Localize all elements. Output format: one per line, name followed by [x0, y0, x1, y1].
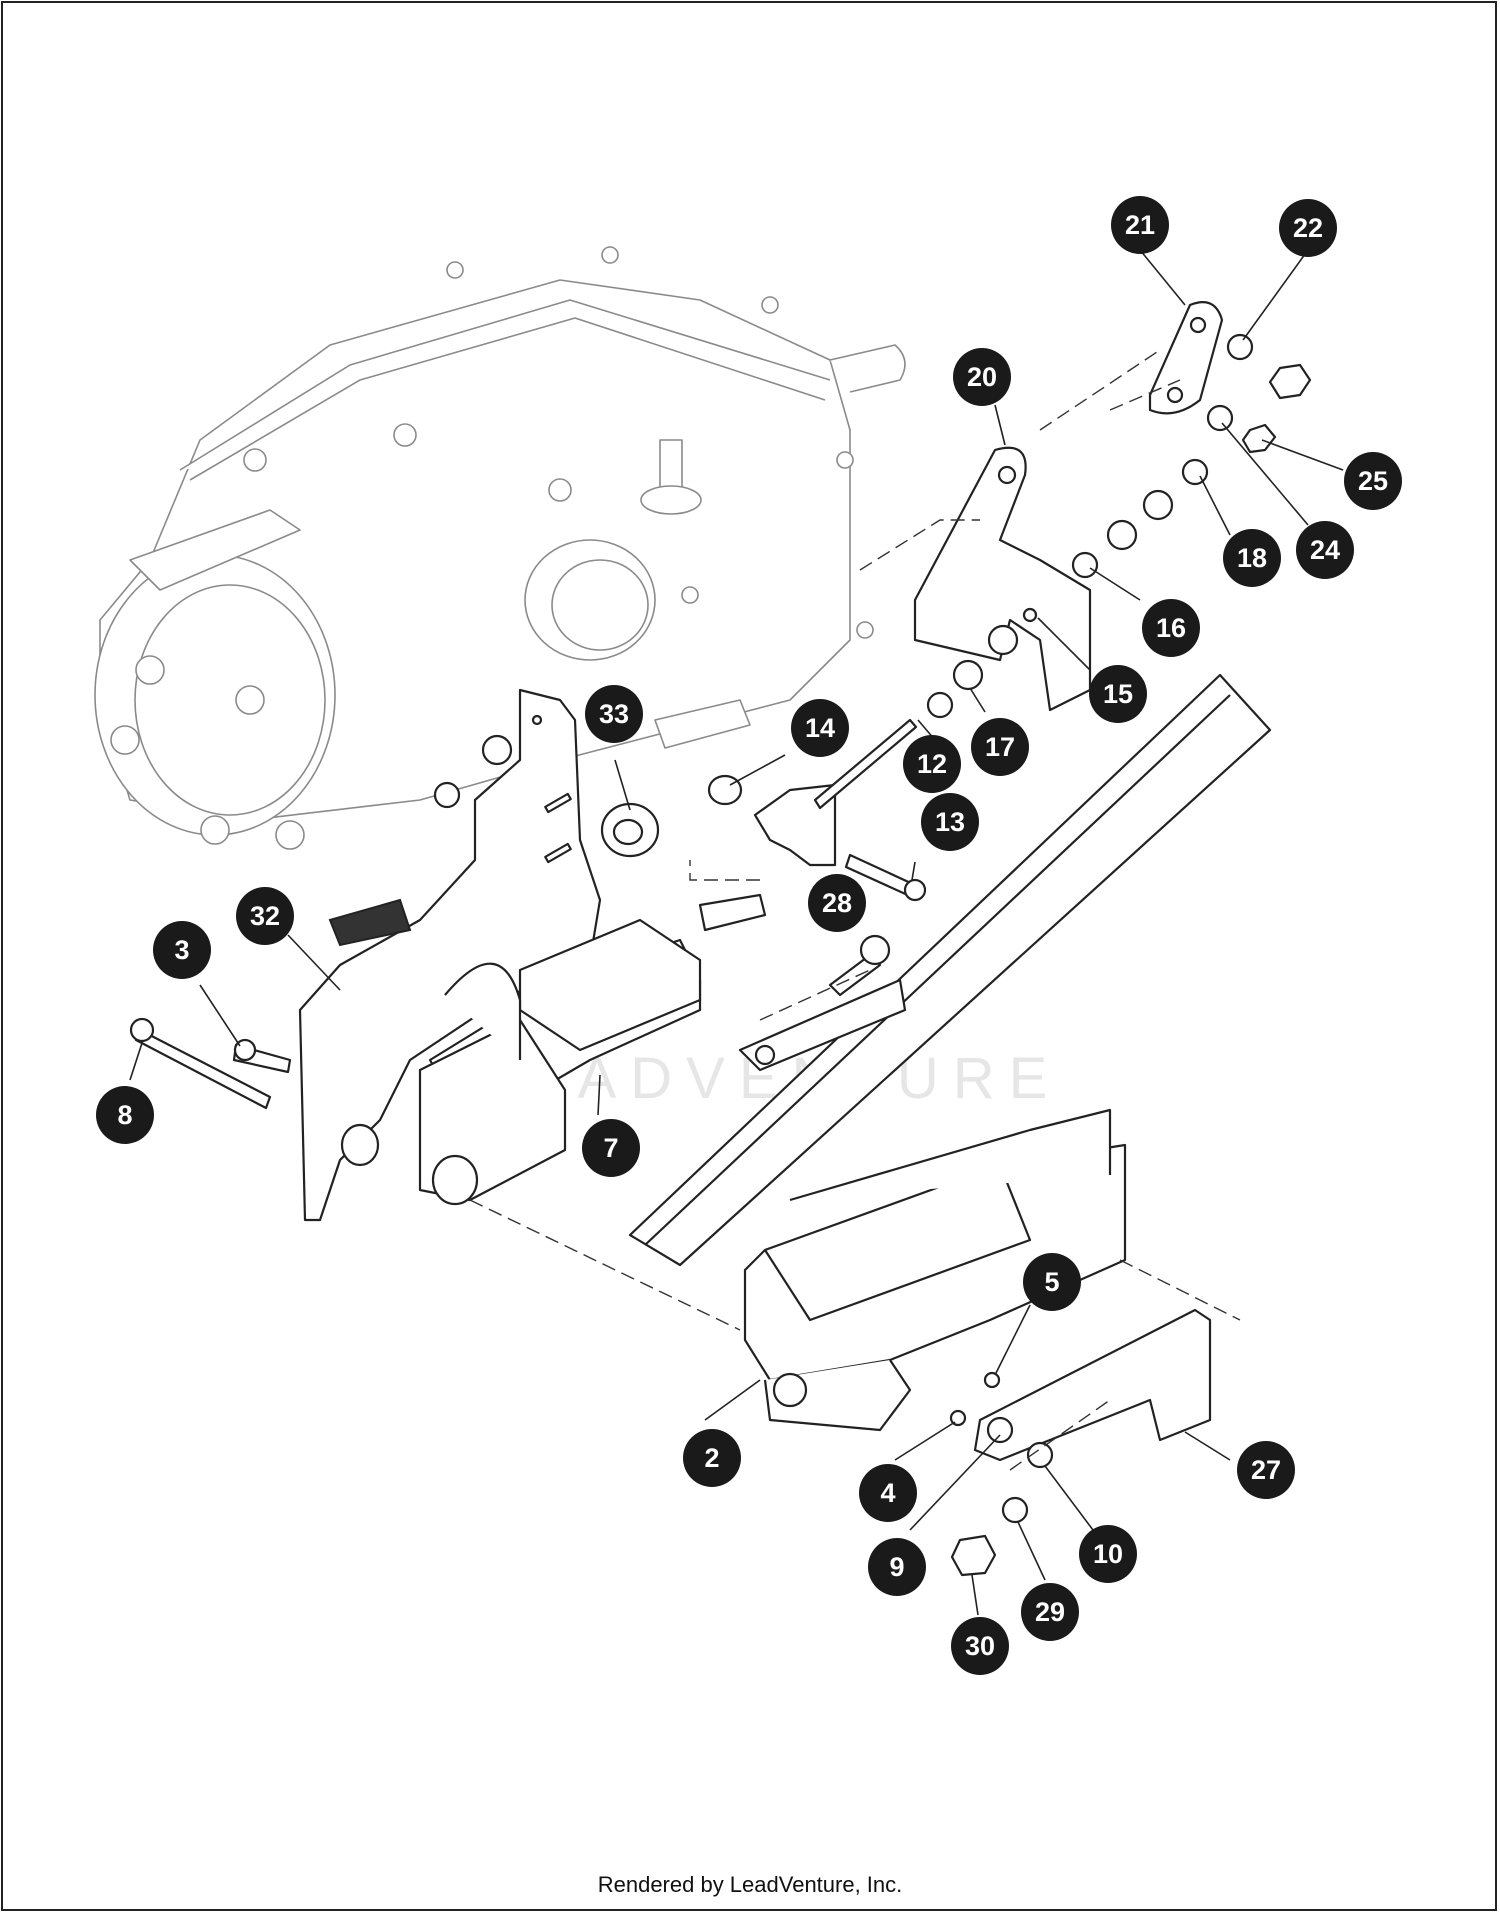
svg-text:24: 24 [1310, 535, 1340, 565]
callout-4: 4 [859, 1464, 917, 1522]
callout-9: 9 [868, 1538, 926, 1596]
svg-text:5: 5 [1044, 1267, 1059, 1297]
callout-13: 13 [921, 793, 979, 851]
parts-drawing [129, 301, 1312, 1577]
callout-32: 32 [236, 887, 294, 945]
svg-text:15: 15 [1103, 679, 1133, 709]
svg-text:16: 16 [1156, 613, 1186, 643]
svg-text:17: 17 [985, 732, 1015, 762]
callout-8: 8 [96, 1086, 154, 1144]
svg-text:21: 21 [1125, 210, 1155, 240]
callout-15: 15 [1089, 665, 1147, 723]
svg-text:7: 7 [603, 1133, 618, 1163]
callout-2: 2 [683, 1429, 741, 1487]
svg-text:22: 22 [1293, 213, 1323, 243]
svg-text:33: 33 [599, 699, 629, 729]
svg-text:4: 4 [880, 1478, 895, 1508]
leader-lines [129, 249, 1344, 1616]
callout-3: 3 [153, 921, 211, 979]
callout-22: 22 [1279, 199, 1337, 257]
callout-10: 10 [1079, 1525, 1137, 1583]
svg-text:32: 32 [250, 901, 280, 931]
callout-20: 20 [953, 348, 1011, 406]
callout-30: 30 [951, 1617, 1009, 1675]
svg-text:12: 12 [917, 749, 947, 779]
svg-text:8: 8 [117, 1100, 132, 1130]
svg-text:25: 25 [1358, 466, 1388, 496]
svg-text:30: 30 [965, 1631, 995, 1661]
svg-text:13: 13 [935, 807, 965, 837]
svg-text:2: 2 [704, 1443, 719, 1473]
svg-text:29: 29 [1035, 1597, 1065, 1627]
callout-28: 28 [808, 874, 866, 932]
callout-5: 5 [1023, 1253, 1081, 1311]
callout-17: 17 [971, 718, 1029, 776]
svg-text:14: 14 [805, 713, 835, 743]
callout-16: 16 [1142, 599, 1200, 657]
callout-7: 7 [582, 1119, 640, 1177]
svg-text:20: 20 [967, 362, 997, 392]
callout-24: 24 [1296, 521, 1354, 579]
callout-21: 21 [1111, 196, 1169, 254]
callout-27: 27 [1237, 1441, 1295, 1499]
callout-14: 14 [791, 699, 849, 757]
svg-text:3: 3 [174, 935, 189, 965]
svg-text:18: 18 [1237, 543, 1267, 573]
footer-credit: Rendered by LeadVenture, Inc. [597, 1872, 903, 1897]
callout-25: 25 [1344, 452, 1402, 510]
callout-29: 29 [1021, 1583, 1079, 1641]
callout-18: 18 [1223, 529, 1281, 587]
callout-33: 33 [585, 685, 643, 743]
svg-text:9: 9 [889, 1552, 904, 1582]
svg-text:10: 10 [1093, 1539, 1123, 1569]
callout-12: 12 [903, 735, 961, 793]
svg-text:28: 28 [822, 888, 852, 918]
svg-text:27: 27 [1251, 1455, 1281, 1485]
transaxle-drawing [94, 246, 906, 850]
